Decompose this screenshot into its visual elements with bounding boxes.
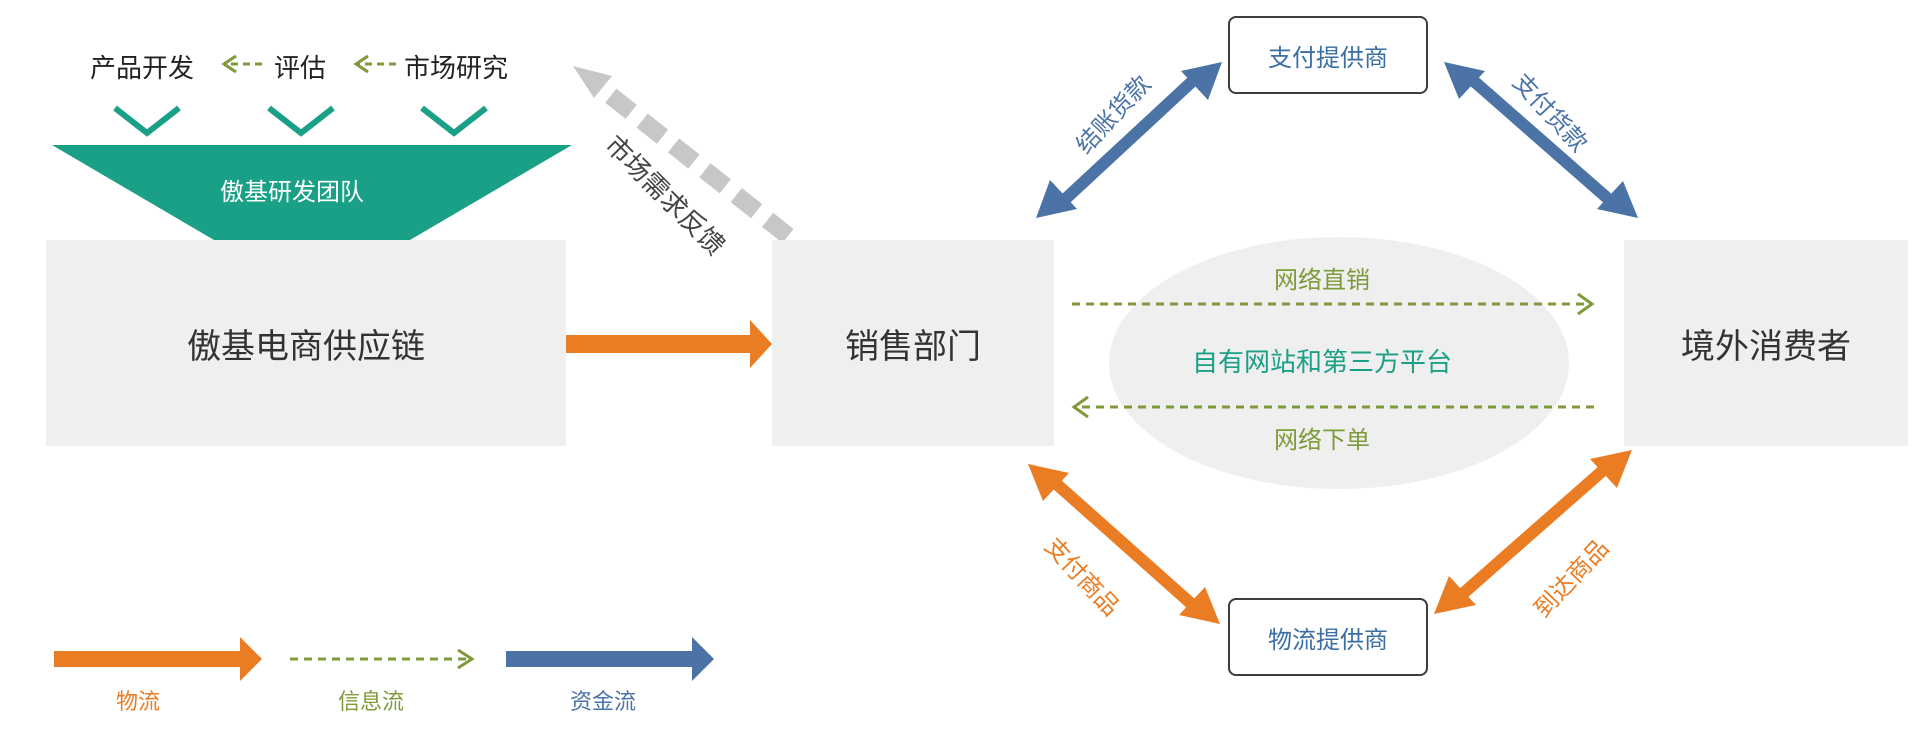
- deliver-goods-arrow: [1434, 450, 1632, 614]
- online-order-arrow: [1071, 395, 1594, 419]
- rd-step-check-2: [267, 105, 335, 137]
- rd-step-arrow-1: [221, 54, 262, 74]
- legend-info-arrow: [290, 648, 475, 670]
- legend-material-label: 物流: [116, 690, 161, 715]
- legend-material-arrow: [54, 637, 262, 681]
- pay-goods-arrow: [1028, 464, 1220, 624]
- direct-sales-label: 网络直销: [1274, 266, 1370, 294]
- legend-info-label: 信息流: [338, 690, 405, 715]
- market-feedback-arrow: [573, 66, 794, 244]
- legend-money-arrow: [506, 637, 714, 681]
- settle-payment-arrow: [1036, 62, 1222, 218]
- rd-step-market-research: 市场研究: [404, 54, 509, 84]
- overseas-consumer-node: 境外消费者: [1624, 240, 1908, 446]
- online-order-label: 网络下单: [1274, 426, 1370, 454]
- supply-to-sales-arrow: [566, 320, 772, 368]
- rd-team-funnel: [52, 145, 572, 240]
- supply-chain-node: 傲基电商供应链: [46, 240, 566, 446]
- rd-step-arrow-2: [353, 54, 396, 74]
- pay-payment-arrow: [1444, 62, 1638, 218]
- rd-team-label: 傲基研发团队: [220, 178, 364, 206]
- legend-money-label: 资金流: [570, 690, 637, 715]
- payment-provider-node: 支付提供商: [1228, 16, 1428, 94]
- rd-step-evaluation: 评估: [274, 54, 327, 84]
- platform-label: 自有网站和第三方平台: [1192, 348, 1453, 378]
- direct-sales-arrow: [1072, 292, 1595, 316]
- sales-dept-node: 销售部门: [772, 240, 1054, 446]
- center-platform-ellipse: [1109, 237, 1569, 489]
- rd-step-check-1: [113, 105, 181, 137]
- logistics-provider-node: 物流提供商: [1228, 598, 1428, 676]
- rd-step-check-3: [420, 105, 488, 137]
- rd-step-product-dev: 产品开发: [90, 54, 195, 84]
